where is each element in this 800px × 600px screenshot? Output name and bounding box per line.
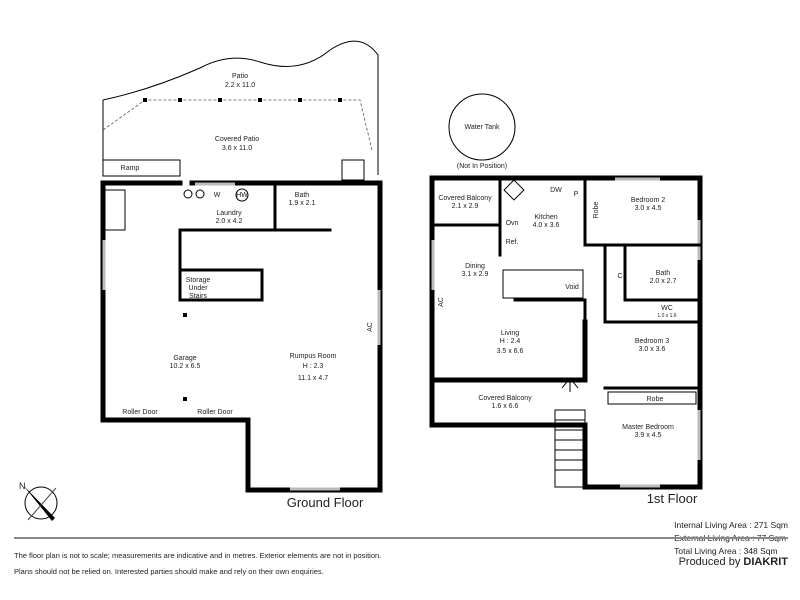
water-tank-label: Water Tank: [464, 124, 500, 131]
storage-label: Storage: [186, 277, 211, 284]
robe2-label: Robe: [647, 396, 664, 403]
bedroom3-label: Bedroom 3: [635, 338, 669, 345]
garage-label: Garage: [173, 355, 196, 362]
producer-prefix: Produced by: [678, 556, 741, 568]
ff-bath-size: 2.0 x 2.7: [650, 278, 677, 285]
roller-door-label-2: Roller Door: [197, 409, 233, 416]
ground-floor-plan: Patio 2.2 x 11.0 Covered Patio 3.6 x 11.…: [100, 40, 383, 510]
total-area: Total Living Area : 348 Sqm: [674, 546, 778, 556]
master-bedroom-size: 3.9 x 4.5: [635, 432, 662, 439]
covered-balcony-top-label: Covered Balcony: [438, 195, 492, 202]
gf-bath-label: Bath: [295, 192, 310, 199]
covered-balcony-bottom-size: 1.6 x 6.6: [492, 403, 519, 410]
laundry-size: 2.0 x 4.2: [216, 218, 243, 225]
dining-size: 3.1 x 2.9: [462, 271, 489, 278]
hot-water-label: HW: [236, 192, 248, 199]
fridge-label: Ref.: [506, 239, 519, 246]
patio-outline: [102, 40, 379, 175]
ground-floor-title: Ground Floor: [287, 495, 364, 510]
producer-brand: DIAKRIT: [743, 556, 788, 568]
patio-posts: [143, 98, 342, 102]
producer-credit: Produced by DIAKRIT: [679, 556, 788, 568]
patio-size: 2.2 x 11.0: [225, 82, 255, 89]
ramp-label: Ramp: [121, 165, 140, 172]
dining-label: Dining: [465, 263, 485, 270]
ff-bath-label: Bath: [656, 270, 671, 277]
not-in-position-label: (Not In Position): [457, 163, 507, 170]
ff-ac-label: AC: [438, 297, 445, 307]
roller-door-label: Roller Door: [122, 409, 158, 416]
covered-balcony-top-size: 2.1 x 2.9: [452, 203, 479, 210]
north-label: N: [19, 481, 26, 491]
storage-label-2: Under: [188, 285, 208, 292]
bedroom2-size: 3.0 x 4.5: [635, 205, 662, 212]
rumpus-label: Rumpus Room: [290, 353, 337, 360]
internal-area: Internal Living Area : 271 Sqm: [674, 520, 788, 530]
dishwasher-label: DW: [550, 187, 562, 194]
living-height: H : 2.4: [500, 338, 521, 345]
kitchen-label: Kitchen: [534, 214, 557, 221]
divider: [14, 537, 788, 539]
bedroom2-label: Bedroom 2: [631, 197, 665, 204]
wc-size: 1.0 x 1.6: [657, 313, 676, 319]
ac-label: AC: [367, 322, 374, 332]
first-floor-plan: Water Tank (Not In Position) Covered Bal…: [429, 93, 703, 506]
garage-size: 10.2 x 6.5: [170, 363, 201, 370]
cupboard-label: C: [617, 273, 622, 280]
covered-patio-size: 3.6 x 11.0: [222, 145, 252, 152]
rumpus-size: 11.1 x 4.7: [298, 375, 328, 382]
patio-label: Patio: [232, 73, 248, 80]
kitchen-size: 4.0 x 3.6: [533, 222, 560, 229]
washer-label: W: [214, 192, 221, 199]
oven-label: Ovn: [506, 220, 519, 227]
bedroom3-size: 3.0 x 3.6: [639, 346, 666, 353]
covered-patio-label: Covered Patio: [215, 136, 259, 143]
compass-icon: N: [19, 481, 58, 521]
covered-patio-edge: [102, 99, 373, 151]
robe-label: Robe: [593, 202, 600, 219]
water-tank: [448, 93, 516, 161]
pantry-label: P: [574, 191, 579, 198]
rumpus-height: H : 2.3: [303, 363, 324, 370]
disclaimer-line-2: Plans should not be relied on. Intereste…: [14, 567, 324, 576]
laundry-label: Laundry: [216, 210, 242, 217]
covered-balcony-bottom-label: Covered Balcony: [478, 395, 532, 402]
ramp: [102, 159, 181, 177]
master-bedroom-label: Master Bedroom: [622, 424, 674, 431]
first-floor-title: 1st Floor: [647, 491, 698, 506]
living-size: 3.5 x 6.6: [497, 348, 524, 355]
storage-label-3: Stairs: [189, 293, 207, 300]
disclaimer: The floor plan is not to scale; measurem…: [14, 548, 381, 580]
wc-label: WC: [661, 305, 673, 312]
living-label: Living: [501, 330, 519, 337]
gf-bath-size: 1.9 x 2.1: [289, 200, 316, 207]
disclaimer-line-1: The floor plan is not to scale; measurem…: [14, 551, 382, 560]
patio-steps: [341, 159, 365, 181]
void-label: Void: [565, 284, 579, 291]
